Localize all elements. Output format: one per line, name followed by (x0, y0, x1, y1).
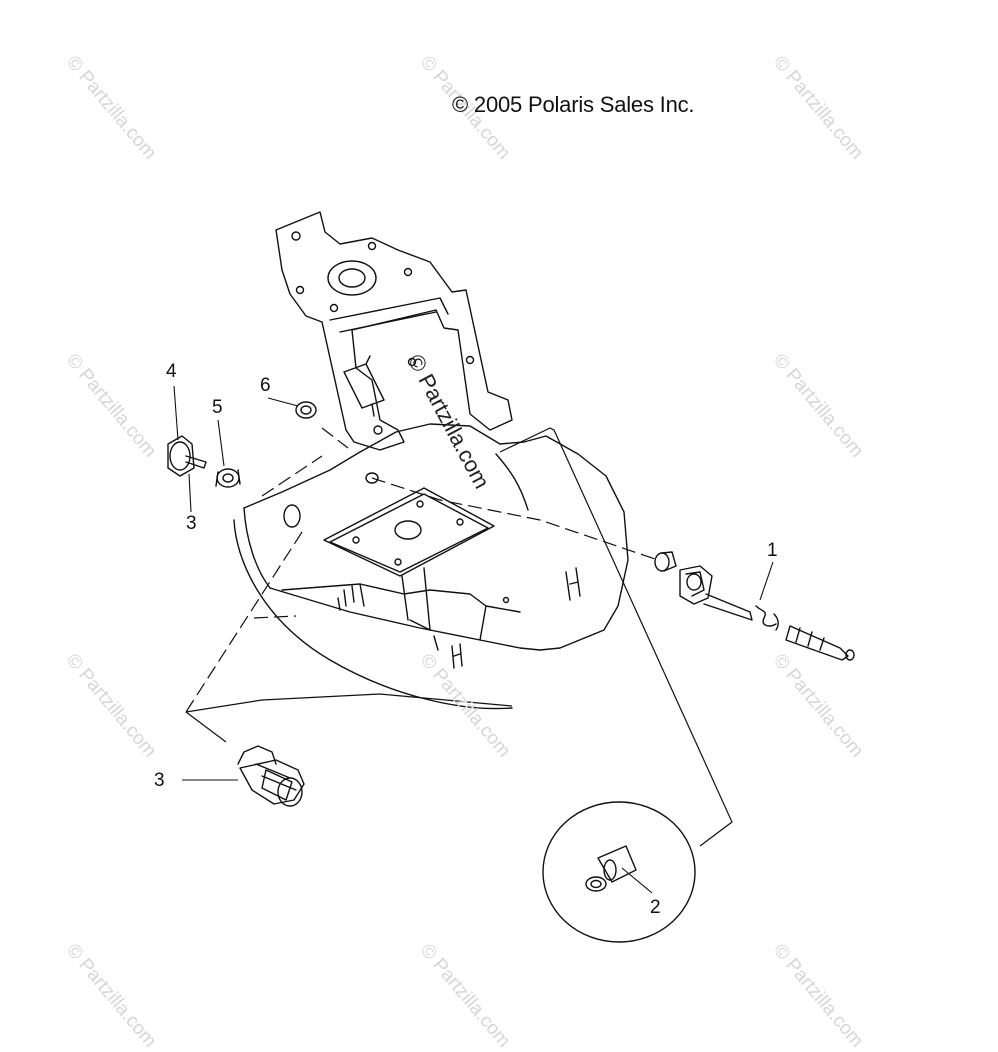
callout-6: 6 (260, 375, 271, 396)
copyright-notice: © 2005 Polaris Sales Inc. (452, 92, 695, 117)
callout-3-lower: 3 (154, 770, 165, 791)
callout-5: 5 (212, 397, 223, 418)
callout-3-upper: 3 (186, 513, 197, 534)
callout-2: 2 (650, 897, 661, 918)
bulb-detail (542, 801, 696, 943)
shroud-housing (233, 423, 629, 710)
lock-cylinder-parts (167, 401, 317, 488)
ignition-switch (654, 551, 855, 661)
callout-1: 1 (767, 540, 778, 561)
mounting-bracket (275, 211, 513, 451)
light-socket (237, 745, 305, 807)
callout-4: 4 (166, 361, 177, 382)
